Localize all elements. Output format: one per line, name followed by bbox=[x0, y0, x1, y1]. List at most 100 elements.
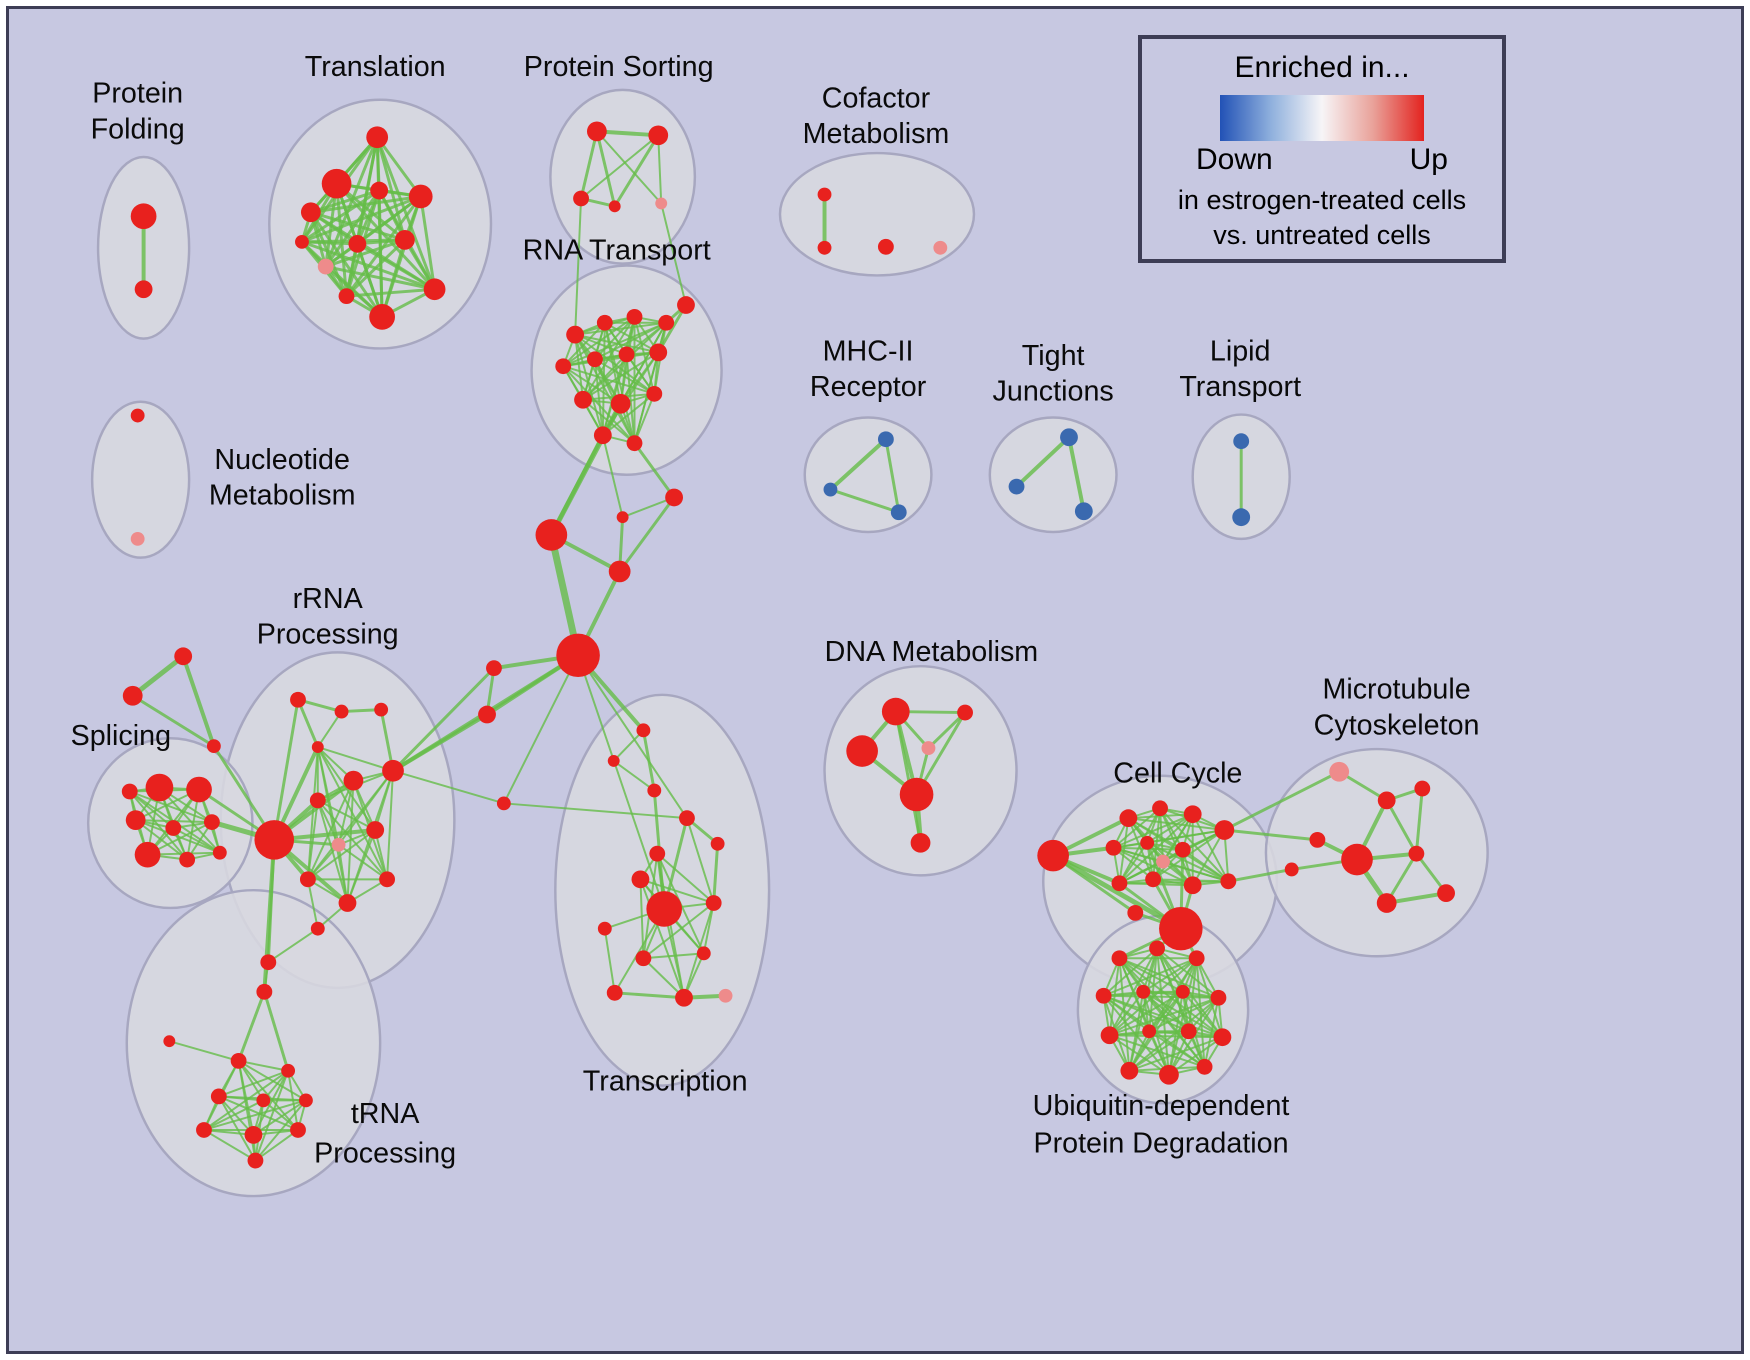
edge-rt5-rt11 bbox=[562, 365, 656, 395]
edge-rt8-rt13 bbox=[633, 351, 660, 445]
node-tc8 bbox=[646, 891, 683, 927]
node-cc2 bbox=[1119, 809, 1138, 828]
node-ub14 bbox=[1196, 1058, 1213, 1075]
edge-ub7-ub14 bbox=[1203, 996, 1220, 1068]
node-tc14 bbox=[675, 988, 693, 1007]
edge-rt4-rt5 bbox=[562, 321, 668, 368]
node-tr10 bbox=[338, 288, 355, 305]
node-cn1 bbox=[665, 488, 683, 507]
node-dm3 bbox=[846, 735, 878, 767]
edge-ub11-ub12 bbox=[1128, 1036, 1224, 1072]
edge-mh2-mh3 bbox=[828, 488, 901, 514]
node-rt5 bbox=[555, 358, 572, 375]
edge-rt1-rt9 bbox=[574, 333, 585, 401]
node-sp4 bbox=[125, 810, 146, 830]
edge-ub6-ub8 bbox=[1108, 990, 1184, 1037]
node-sp1 bbox=[145, 773, 174, 802]
node-rt2 bbox=[596, 314, 613, 331]
cluster-label-protein-folding-line1: Protein bbox=[92, 78, 183, 110]
node-cm2 bbox=[817, 240, 832, 255]
edge-tc7-tc9 bbox=[639, 878, 715, 904]
edge-rt12-cn3 bbox=[549, 433, 605, 537]
node-cc5 bbox=[1214, 820, 1235, 840]
edge-tr8-tr12 bbox=[380, 238, 407, 319]
legend-title: Enriched in... bbox=[1234, 51, 1410, 84]
edge-tc5-tc9 bbox=[712, 842, 720, 905]
node-fn1 bbox=[174, 647, 193, 666]
edge-sp1-sp9 bbox=[158, 786, 221, 854]
edge-tr10-tr11 bbox=[345, 287, 437, 298]
node-tn3 bbox=[230, 1052, 247, 1069]
edge-rr6-cn6 bbox=[391, 666, 496, 773]
cluster-label-lipid-transport-line1: Lipid bbox=[1210, 335, 1271, 367]
node-tr9 bbox=[317, 258, 334, 275]
cluster-label-protein-folding-line2: Folding bbox=[91, 113, 185, 145]
edge-tn3-tn11 bbox=[237, 1059, 257, 1162]
edge-rt3-rt5 bbox=[562, 315, 636, 368]
edge-ub4-ub7 bbox=[1102, 994, 1220, 999]
edge-rt12-cn2 bbox=[601, 434, 624, 519]
edge-tc7-tc14 bbox=[639, 878, 685, 999]
node-tr1 bbox=[366, 126, 389, 149]
node-tr3 bbox=[300, 202, 321, 223]
edge-rt8-rt9 bbox=[582, 351, 660, 401]
node-rr14 bbox=[310, 921, 325, 936]
edge-rr9-rr12 bbox=[346, 829, 377, 904]
cluster-label-mhc-ii-receptor-line2: Receptor bbox=[810, 371, 927, 403]
cluster-label-protein-sorting-line1: Protein Sorting bbox=[524, 51, 714, 83]
edge-rt6-rt12 bbox=[593, 358, 604, 437]
node-tc1 bbox=[636, 723, 651, 738]
cluster-label-cell-cycle-line1: Cell Cycle bbox=[1113, 758, 1242, 790]
cluster-label-lipid-transport-line2: Transport bbox=[1179, 371, 1301, 403]
edge-tr2-tr11 bbox=[335, 182, 437, 291]
edge-cc4-cc7 bbox=[1146, 813, 1194, 844]
edge-rr9-rr11 bbox=[306, 829, 377, 881]
legend-caption-line2: vs. untreated cells bbox=[1213, 220, 1431, 250]
node-ps1 bbox=[586, 121, 607, 142]
node-tr11 bbox=[423, 278, 446, 301]
edge-mc3-mc6 bbox=[1414, 787, 1424, 856]
edge-tr9-tr11 bbox=[324, 265, 437, 291]
node-tc9 bbox=[705, 895, 722, 911]
node-cn6 bbox=[486, 660, 502, 677]
edge-rr8-rr11 bbox=[306, 799, 319, 881]
node-tr7 bbox=[348, 234, 367, 253]
edge-rr10-rr13 bbox=[337, 843, 389, 881]
node-tn1 bbox=[256, 983, 273, 1000]
node-rr10 bbox=[331, 837, 346, 852]
node-sp3 bbox=[121, 783, 138, 800]
cluster-label-tight-junctions-line1: Tight bbox=[1022, 340, 1085, 372]
node-dm6 bbox=[910, 832, 931, 853]
cluster-ellipse-trna-processing bbox=[125, 888, 382, 1198]
cluster-label-nucleotide-metabolism-line1: Nucleotide bbox=[214, 444, 350, 476]
node-fn3 bbox=[206, 739, 221, 754]
edge-rr6-rr13 bbox=[386, 769, 394, 881]
node-cc15 bbox=[1159, 906, 1203, 951]
cluster-label-translation-line1: Translation bbox=[305, 51, 446, 83]
node-rr15 bbox=[260, 954, 277, 971]
node-cc9 bbox=[1156, 854, 1170, 869]
node-nm2 bbox=[130, 531, 145, 546]
edge-rt1-rt4 bbox=[574, 321, 668, 336]
node-dm2 bbox=[957, 704, 973, 721]
node-tr2 bbox=[321, 168, 352, 199]
edge-cc3-cc10 bbox=[1118, 807, 1162, 885]
edge-ps1-ps2 bbox=[594, 129, 661, 138]
edge-tr3-tr10 bbox=[309, 210, 348, 298]
edge-ub2-ub4 bbox=[1102, 947, 1159, 997]
edge-sp5-sp9 bbox=[172, 827, 221, 854]
node-cc8 bbox=[1174, 841, 1191, 858]
cluster-label-splicing-line1: Splicing bbox=[71, 720, 171, 752]
node-rt7 bbox=[618, 346, 635, 363]
node-ub12 bbox=[1120, 1061, 1139, 1080]
edge-tc11-tc12 bbox=[642, 952, 705, 960]
node-cm3 bbox=[877, 238, 894, 255]
node-ub1 bbox=[1111, 950, 1128, 967]
edge-fn1-fn2 bbox=[130, 653, 186, 699]
cluster-ellipse-mhc-ii-receptor bbox=[803, 416, 933, 534]
node-mc6 bbox=[1408, 845, 1425, 862]
cluster-label-trna-processing-line1: tRNA bbox=[351, 1098, 420, 1130]
cluster-label-ubiquitin-degradation-line2: Protein Degradation bbox=[1033, 1128, 1288, 1160]
